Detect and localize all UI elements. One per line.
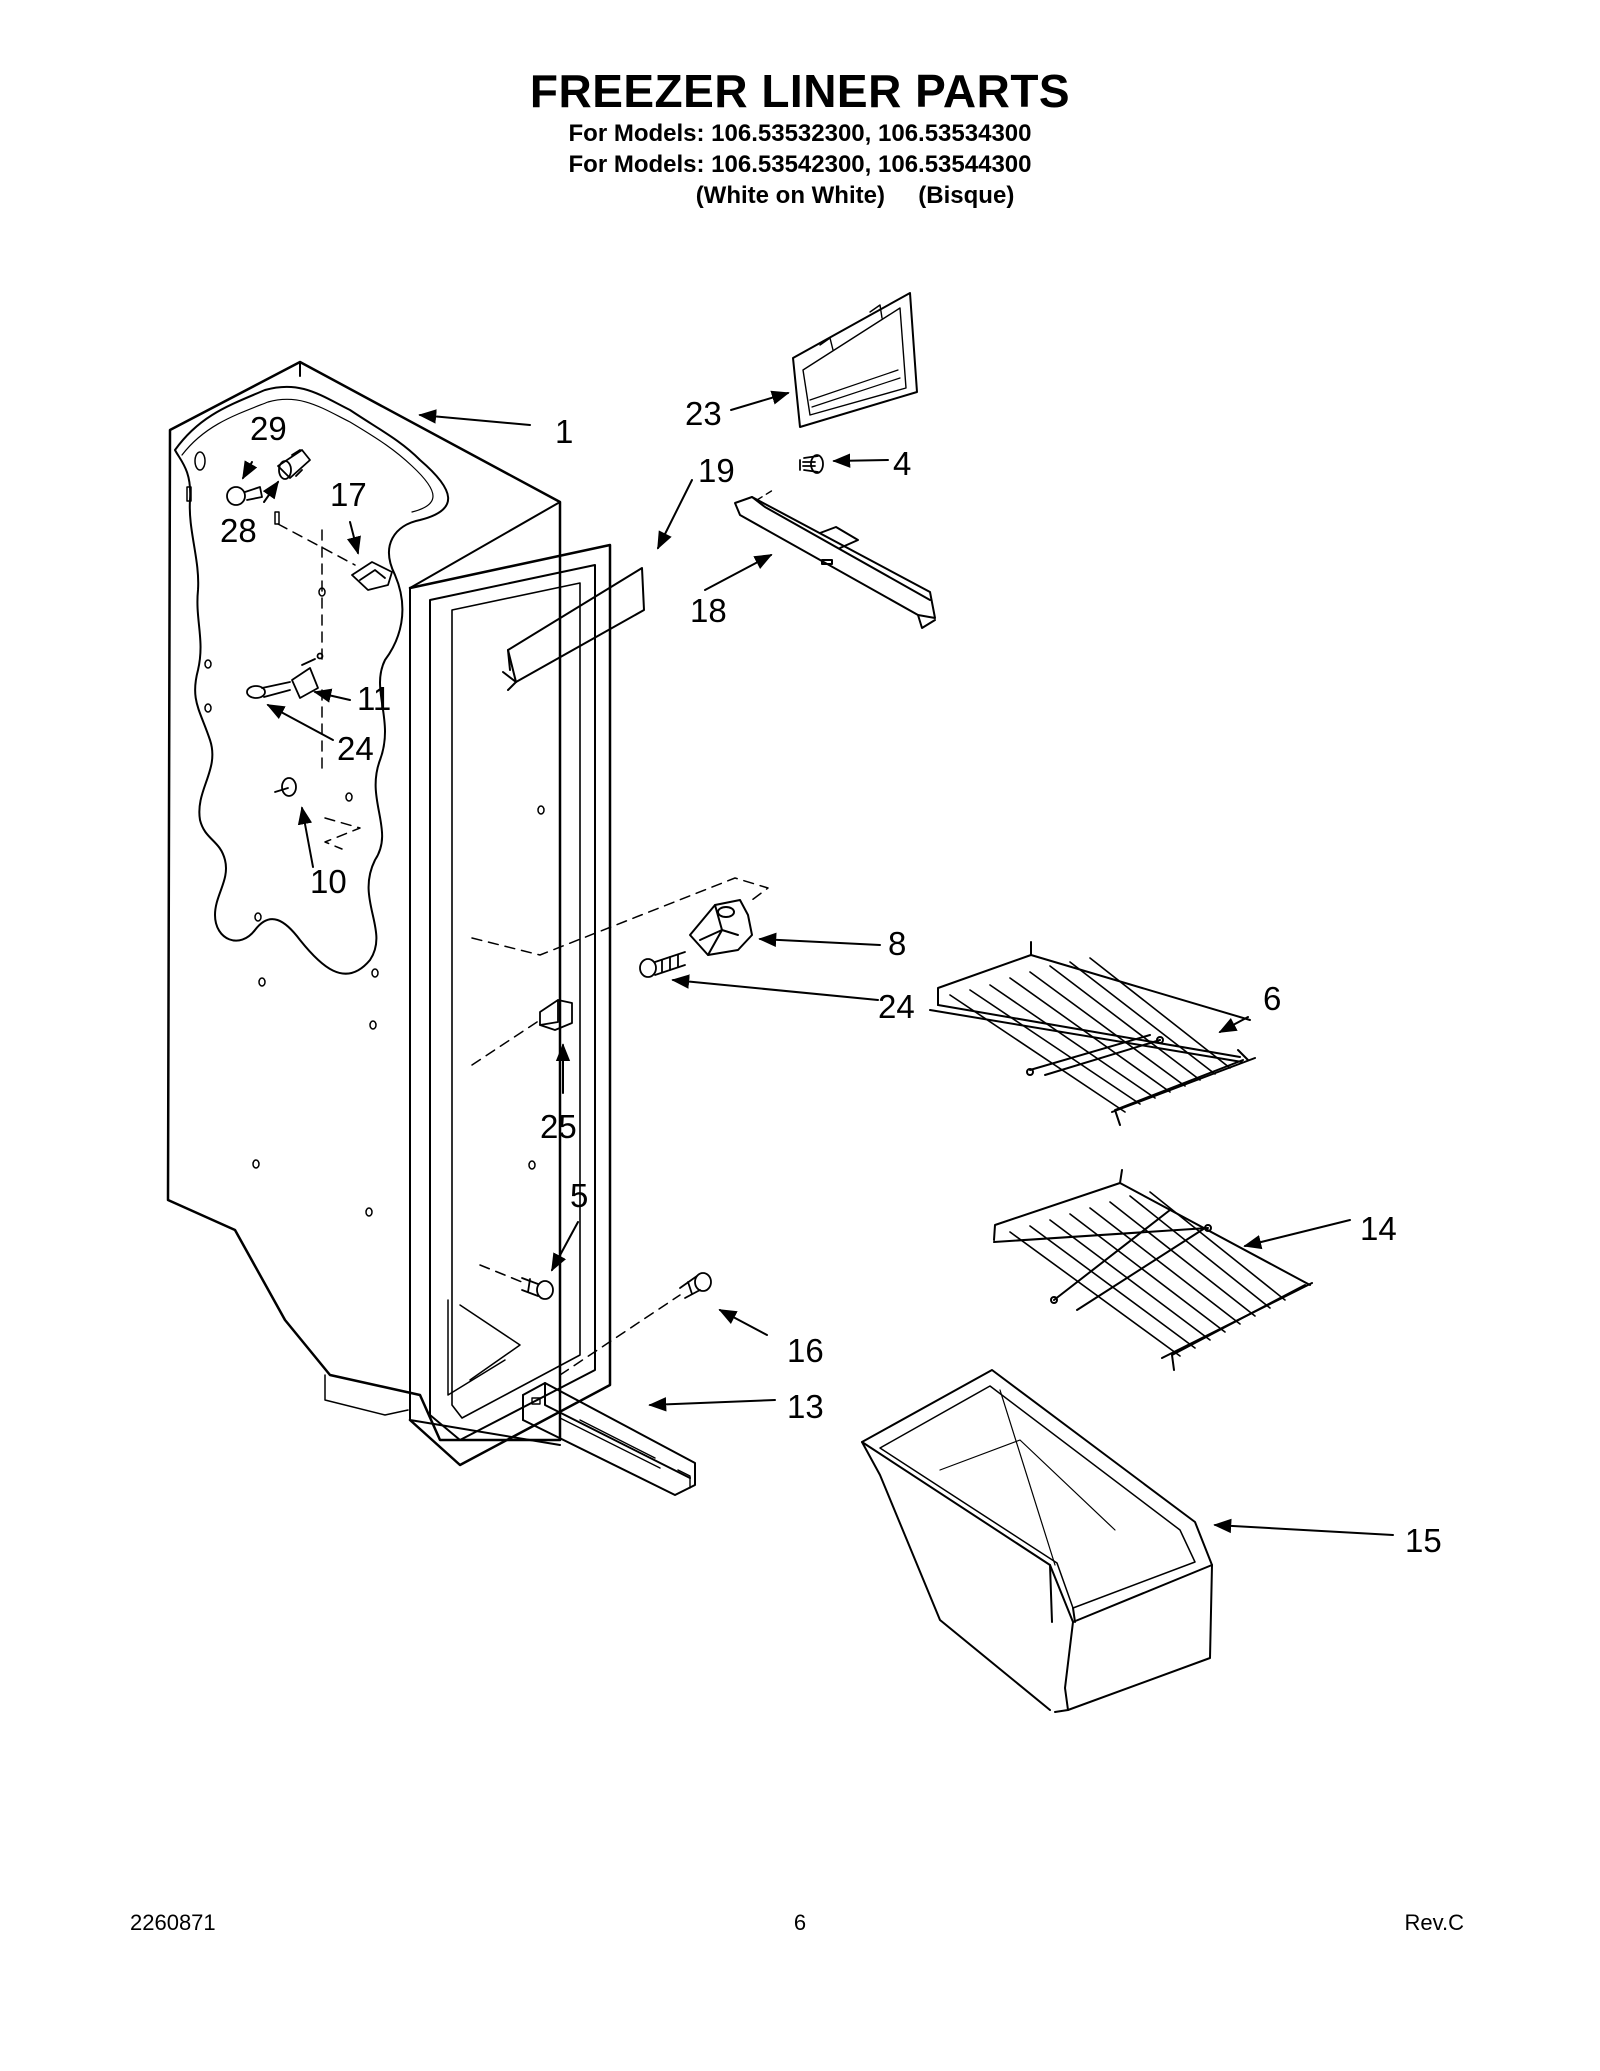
wire-shelf-part-14 [993, 1169, 1313, 1371]
callout-18: 18 [690, 592, 727, 629]
lower-trim-part-13 [522, 1382, 696, 1496]
freezer-liner-cabinet [166, 360, 612, 1467]
page-number: 6 [793, 1910, 807, 1935]
callout-17: 17 [330, 476, 367, 513]
callout-10: 10 [310, 863, 347, 900]
callout-29: 29 [250, 410, 287, 447]
clip-part-25 [539, 999, 573, 1031]
callout-5: 5 [570, 1177, 588, 1214]
callout-25: 25 [540, 1108, 577, 1145]
page-title: FREEZER LINER PARTS [529, 65, 1071, 117]
light-socket-part-28 [277, 449, 311, 480]
color-variants: (White on White) (Bisque) [695, 182, 1015, 209]
models-line-2: For Models: 106.53542300, 106.53544300 [568, 151, 1032, 178]
callout-15: 15 [1405, 1522, 1442, 1559]
revision: Rev.C [1404, 1910, 1465, 1935]
callout-28: 28 [220, 512, 257, 549]
screw-part-24-upper [246, 681, 291, 699]
vent-part-23 [792, 292, 918, 428]
models-line-1: For Models: 106.53532300, 106.53534300 [568, 120, 1032, 147]
rail-part-18 [734, 496, 936, 629]
screw-part-5 [521, 1277, 554, 1300]
leader-lines [242, 390, 1394, 1536]
callout-23: 23 [685, 395, 722, 432]
callout-14: 14 [1360, 1210, 1397, 1247]
callout-4: 4 [893, 445, 911, 482]
screw-part-16 [679, 1272, 712, 1299]
bracket-part-17 [351, 561, 393, 591]
callout-11: 11 [357, 680, 391, 717]
freezer-bin-part-15 [861, 1369, 1213, 1713]
callout-1: 1 [555, 413, 573, 450]
page-header: FREEZER LINER PARTS For Models: 106.5353… [0, 64, 1600, 211]
callout-6: 6 [1263, 980, 1281, 1017]
callout-24-lower: 24 [878, 988, 915, 1025]
holder-part-8 [689, 899, 753, 956]
screw-part-24-lower [639, 951, 686, 978]
wire-shelf-part-6 [929, 941, 1256, 1126]
plug-part-10 [274, 777, 297, 797]
doc-number: 2260871 [130, 1910, 216, 1935]
light-bulb-part-29 [226, 486, 263, 506]
callout-19: 19 [698, 452, 735, 489]
callout-16: 16 [787, 1332, 824, 1369]
mounting-holes [186, 451, 545, 1217]
screw-part-4 [799, 454, 824, 474]
callout-8: 8 [888, 925, 906, 962]
callout-13: 13 [787, 1388, 824, 1425]
callout-labels: 1 29 28 17 11 24 10 23 4 19 18 8 24 6 25… [220, 395, 1442, 1559]
callout-24-upper: 24 [337, 730, 374, 767]
top-cover-part-19 [502, 567, 645, 691]
clip-part-11 [291, 652, 324, 699]
